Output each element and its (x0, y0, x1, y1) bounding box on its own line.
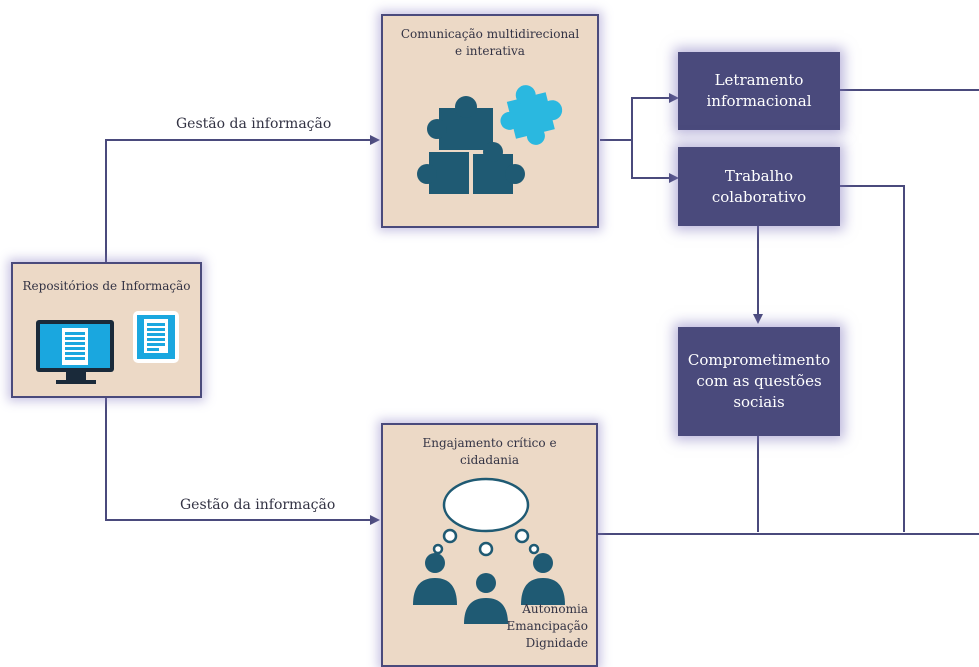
repositories-title: Repositórios de Informação (22, 279, 191, 293)
edge-trabalho-out (840, 185, 905, 532)
monitor-document-icon (36, 320, 114, 384)
edge-repo-to-engagement (105, 398, 380, 525)
comprometimento-label: Comprometimento com as questões sociais (687, 351, 831, 411)
edge-communication-split (600, 93, 679, 141)
puzzle-pieces-icon (417, 85, 563, 194)
repositories-box: Repositórios de Informação (11, 262, 202, 398)
value-emancipacao: Emancipação (506, 619, 588, 633)
comprometimento-box: Comprometimento com as questões sociais (678, 327, 840, 436)
edge-repo-to-communication (105, 135, 380, 262)
speech-bubble-icon (432, 477, 540, 557)
engagement-box: Engajamento crítico e cidadania Autonomi… (381, 423, 598, 667)
tablet-document-icon (133, 311, 179, 363)
edge-communication-to-trabalho (631, 140, 679, 183)
repositories-icons (36, 311, 179, 384)
value-autonomia: Autonomia (522, 602, 588, 616)
people-icon (413, 553, 565, 624)
edge-label-top: Gestão da informação (176, 116, 332, 132)
communication-box: Comunicação multidirecional e interativa (381, 14, 599, 228)
trabalho-box: Trabalho colaborativo (678, 147, 840, 226)
trabalho-label: Trabalho colaborativo (711, 166, 807, 206)
letramento-label: Letramento informacional (706, 71, 812, 110)
edge-label-bottom: Gestão da informação (180, 497, 336, 513)
value-dignidade: Dignidade (525, 636, 588, 650)
engagement-title: Engajamento crítico e cidadania (422, 436, 557, 467)
letramento-box: Letramento informacional (678, 52, 840, 130)
engagement-values: Autonomia Emancipação Dignidade (506, 601, 588, 652)
engagement-illustration (413, 477, 565, 624)
communication-title: Comunicação multidirecional e interativa (400, 27, 580, 58)
